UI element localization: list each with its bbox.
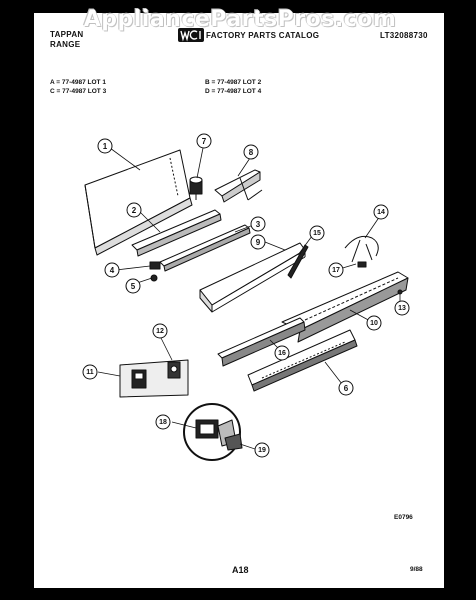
model-b: B = 77-4987 LOT 2	[205, 79, 262, 86]
callout-label-18: 18	[159, 419, 167, 426]
part-12-terminal	[167, 361, 181, 379]
revision-date: 9/88	[410, 566, 423, 573]
callout-label-7: 7	[202, 137, 207, 146]
part-1-back-panel	[84, 149, 193, 256]
part-6-trim	[247, 329, 358, 392]
part-7-switch	[189, 176, 203, 200]
callout-9	[250, 234, 266, 250]
page-number: A18	[232, 565, 249, 575]
callout-label-10: 10	[370, 320, 378, 327]
callout-label-6: 6	[344, 384, 349, 393]
callout-8	[243, 144, 259, 160]
model-d: D = 77-4987 LOT 4	[205, 88, 262, 95]
model-c: C = 77-4987 LOT 3	[50, 88, 107, 95]
callout-4	[104, 262, 120, 278]
callout-17	[328, 262, 344, 278]
callout-13	[394, 300, 410, 316]
callout-16	[274, 345, 290, 361]
part-3-rail	[159, 224, 251, 272]
callout-label-11: 11	[86, 369, 94, 376]
callout-label-4: 4	[110, 266, 115, 275]
callout-5	[125, 278, 141, 294]
watermark: AppliancePartsPros.com	[83, 7, 397, 32]
catalog-title: FACTORY PARTS CATALOG	[206, 31, 320, 40]
part-13-screw	[397, 289, 403, 295]
part-9-cover	[199, 242, 306, 313]
callout-label-9: 9	[256, 238, 261, 247]
callout-label-8: 8	[249, 148, 254, 157]
catalog-number: LT32088730	[380, 31, 428, 40]
callout-6	[338, 380, 354, 396]
callout-label-3: 3	[256, 220, 261, 229]
part-16-rail	[217, 317, 306, 367]
callout-19	[254, 442, 270, 458]
wci-logo-icon	[178, 28, 204, 42]
model-a: A = 77-4987 LOT 1	[50, 79, 106, 86]
callout-12	[152, 323, 168, 339]
callout-label-1: 1	[103, 142, 108, 151]
product-label: RANGE	[50, 40, 81, 49]
callout-2	[126, 202, 142, 218]
callout-label-19: 19	[258, 447, 266, 454]
callout-label-13: 13	[398, 305, 406, 312]
callout-label-2: 2	[132, 206, 137, 215]
part-8-bracket	[214, 169, 263, 203]
callout-1	[97, 138, 113, 154]
callout-7	[196, 133, 212, 149]
callout-label-17: 17	[332, 267, 340, 274]
part-14-wire	[344, 235, 379, 263]
part-2-rail	[131, 209, 222, 257]
callout-label-12: 12	[156, 328, 164, 335]
part-18-selector-assembly	[183, 403, 241, 461]
drawing-code: E0796	[394, 514, 413, 521]
callout-11	[82, 364, 98, 380]
callout-label-16: 16	[278, 350, 286, 357]
part-19-bracket	[224, 433, 243, 451]
callout-14	[373, 204, 389, 220]
callout-label-15: 15	[313, 230, 321, 237]
callout-18	[155, 414, 171, 430]
part-4-clip	[149, 261, 161, 270]
callout-3	[250, 216, 266, 232]
callout-label-5: 5	[131, 282, 136, 291]
brand-label: TAPPAN	[50, 30, 84, 39]
callout-10	[366, 315, 382, 331]
callout-label-14: 14	[377, 209, 385, 216]
part-15-strip	[287, 244, 309, 279]
callout-15	[309, 225, 325, 241]
part-17-clip	[357, 261, 367, 268]
